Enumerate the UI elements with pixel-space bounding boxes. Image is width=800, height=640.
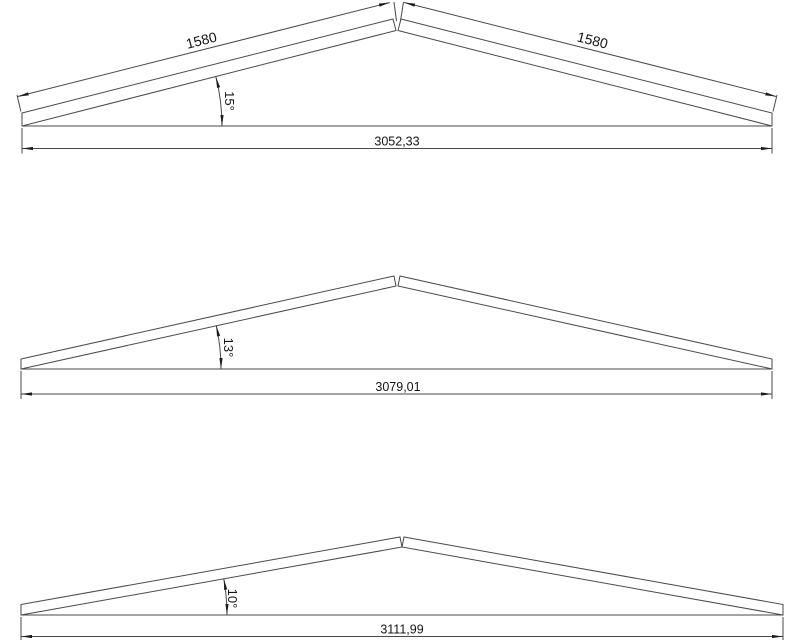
angle-label: 13° [221,338,236,358]
angle-arc [215,76,224,127]
extension-line [772,94,778,112]
truss-profile-15deg: 1580 1580 15° 3052,33 [16,1,778,154]
angle-arc [215,325,223,370]
angle-dimension: 15° [215,76,237,127]
extension-line [393,1,397,22]
extension-line [16,94,22,112]
truss-profile-13deg: 13° 3079,01 [20,275,773,399]
angle-label: 15° [222,91,237,111]
angle-arc [223,578,229,616]
base-dimension-label: 3111,99 [380,623,423,637]
truss-body [20,275,773,370]
right-rafter-board [397,275,773,370]
extension-line [400,1,404,22]
angle-label: 10° [225,589,240,609]
base-dimension: 3052,33 [21,128,773,154]
slope-dimension-left: 1580 [16,1,397,112]
left-rafter-board [20,536,403,616]
left-rafter-board [20,275,397,370]
right-rafter-board [401,536,784,616]
base-dimension-label: 3079,01 [375,380,420,394]
base-dimension: 3079,01 [20,371,773,399]
slope-dimension-label: 1580 [184,29,218,52]
angle-dimension: 10° [223,578,240,616]
truss-body [21,18,773,127]
slope-dimension-label: 1580 [576,29,610,52]
dimension-line [404,2,777,97]
truss-body [20,536,784,616]
base-dimension-label: 3052,33 [374,135,419,149]
dimension-line [17,2,390,97]
base-dimension: 3111,99 [20,617,784,640]
truss-profile-10deg: 10° 3111,99 [20,536,784,640]
slope-dimension-right: 1580 [400,1,778,112]
angle-dimension: 13° [215,325,236,370]
